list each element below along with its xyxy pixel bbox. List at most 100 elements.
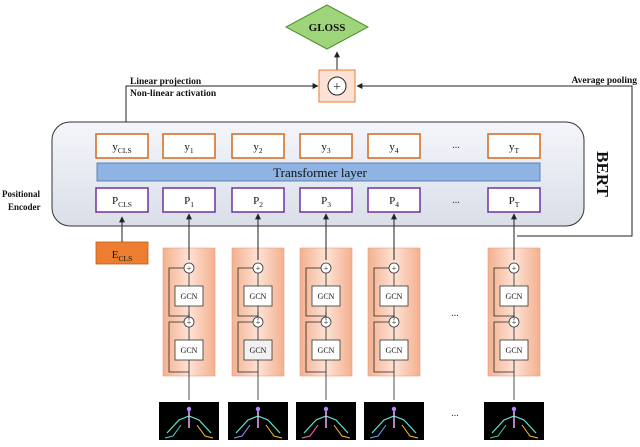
skip-connection [373,321,394,373]
skip-connection [305,321,326,373]
cls-embedding-label: ECLS [112,249,133,263]
skeleton-right-hand [265,424,283,439]
skeleton-left-hand [369,424,387,439]
residual-add-symbol: + [512,264,517,273]
skeleton-left-hand [164,424,182,439]
y-token-1 [162,133,216,159]
residual-add-symbol: + [324,318,329,327]
skip-connection [168,321,189,373]
p-token-label-4: P4 [389,195,399,209]
bert-title: BERT [593,151,612,197]
gcn-column-ellipsis: ... [451,308,459,319]
gcn-block-label: GCN [386,292,403,301]
residual-add-symbol: + [392,318,397,327]
skeleton-head [255,406,261,412]
skeleton-image-4 [364,402,424,440]
skeleton-head [186,406,192,412]
gcn-column-2: + + GCN GCN [231,213,285,400]
y-token-2 [231,133,285,159]
skeleton-right-hand [333,424,351,439]
gcn-column-4: + + GCN GCN [367,213,421,400]
sum-operator-icon [327,76,347,96]
skip-connection [237,321,258,373]
y-token-label-3: y3 [321,141,331,155]
p-token-4 [367,187,421,213]
y-token-t [487,133,541,159]
gcn-block-label: GCN [506,292,523,301]
p-token-row: PCLS P1 P2 P3 P4 PT [95,187,541,213]
skip-connection [493,321,514,373]
skeleton-head [391,406,397,412]
skip-connection [237,267,258,317]
gcn-block-label: GCN [250,346,267,355]
skeleton-left-hand [301,424,319,439]
average-pooling-line [356,83,633,237]
p-token-cls [95,187,149,213]
skeleton-image-row [159,402,544,440]
skip-connection [168,267,189,317]
y-token-label-t: yT [509,141,520,155]
residual-add-symbol: + [324,264,329,273]
p-token-2 [231,187,285,213]
gcn-block-label: GCN [386,346,403,355]
gcn-column-5: + + GCN GCN [487,213,541,400]
skip-connection [305,267,326,317]
skeleton-right-hand [401,424,419,439]
skeleton-left-hand [489,424,507,439]
p-token-label-2: P2 [253,195,263,209]
linear-projection-text: Linear projection [130,77,202,87]
skeleton-head [323,406,329,412]
gcn-block-label: GCN [318,292,335,301]
gcn-column-3: + + GCN GCN [299,213,353,400]
skeleton-right-hand [196,424,214,439]
skeleton-image-3 [296,402,356,440]
p-token-1 [162,187,216,213]
y-token-label-4: y4 [389,141,399,155]
sum-operator-symbol: + [333,80,341,95]
y-token-label-cls: yCLS [112,141,131,155]
gloss-output-node [284,4,370,50]
gcn-block-label: GCN [250,292,267,301]
skeleton-image-1 [159,402,219,440]
p-token-label-1: P1 [184,195,194,209]
residual-add-symbol: + [187,318,192,327]
y-token-4 [367,133,421,159]
transformer-layer [96,162,541,182]
skeleton-ellipsis: ... [451,408,459,419]
positional-encoder-label-line1: Positional [2,189,41,199]
gcn-block-label: GCN [318,346,335,355]
gloss-label: GLOSS [309,22,346,34]
residual-add-symbol: + [392,264,397,273]
residual-add-symbol: + [256,318,261,327]
skip-connection [493,267,514,317]
y-token-label-1: y1 [184,141,194,155]
p-token-t [487,187,541,213]
bert-p-ellipsis: ... [452,195,460,206]
skeleton-image-5 [484,402,544,440]
y-token-3 [299,133,353,159]
skeleton-head [511,406,517,412]
residual-add-symbol: + [256,264,261,273]
skeleton-left-hand [233,424,251,439]
positional-encoder-label-line2: Encoder [8,202,41,212]
skeleton-image-2 [228,402,288,440]
p-token-label-t: PT [509,195,520,209]
cls-projection-line [125,83,319,132]
p-token-label-cls: PCLS [112,195,132,209]
skip-connection [373,267,394,317]
transformer-layer-label: Transformer layer [273,165,367,180]
gcn-block-label: GCN [181,346,198,355]
p-token-3 [299,187,353,213]
p-token-label-3: P3 [321,195,331,209]
nonlinear-activation-text: Non-linear activation [130,89,217,99]
residual-add-symbol: + [512,318,517,327]
y-token-cls [95,133,149,159]
average-pooling-text: Average pooling [571,76,637,86]
gcn-block-label: GCN [506,346,523,355]
residual-add-symbol: + [187,264,192,273]
